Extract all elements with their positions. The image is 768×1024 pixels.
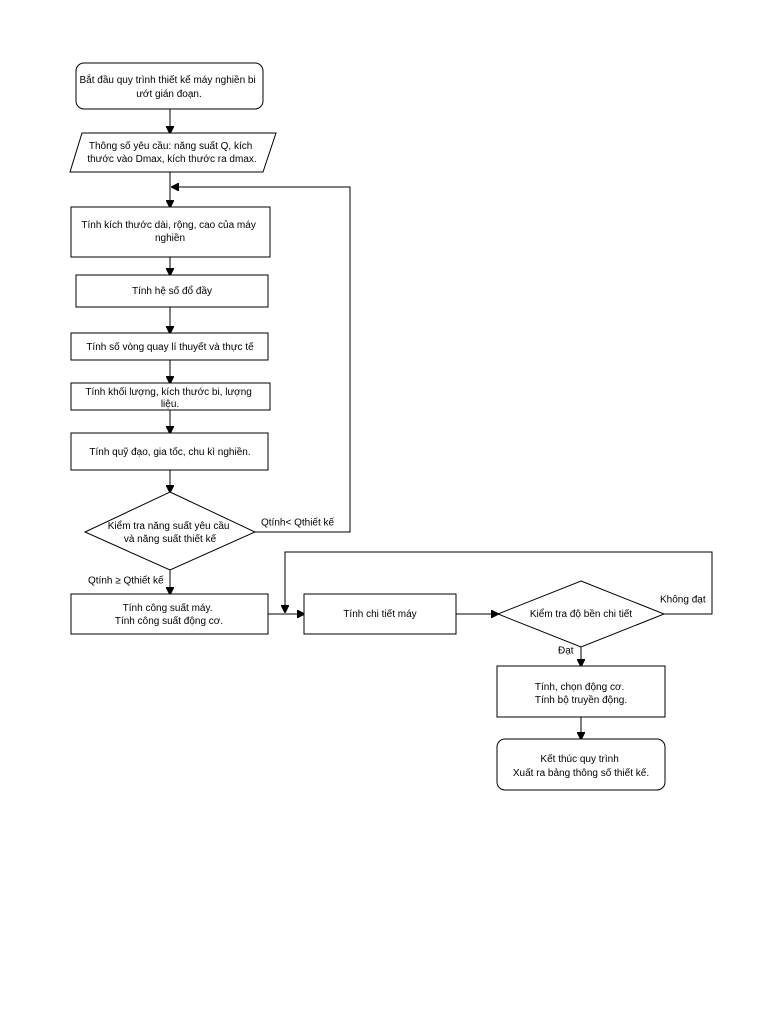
power-label: Tính công suất máy. Tính công suất động … — [115, 602, 223, 627]
start-label-line: ướt gián đoạn. — [136, 89, 202, 100]
end-node — [496, 738, 666, 791]
fill-ratio-label-line: Tính hệ số đổ đầy — [132, 285, 212, 297]
capacity-fail-label: Qtính< Qthiết kế — [261, 517, 335, 529]
end-label-line: Xuất ra bảng thông số thiết kế. — [513, 767, 649, 779]
mass-node — [70, 382, 271, 411]
dimensions-label-line: Tính kích thước dài, rộng, cao của máy — [81, 219, 255, 231]
end-label-line: Kết thúc quy trình — [540, 753, 618, 765]
input-label-line: Thông số yêu cầu: năng suất Q, kích — [89, 140, 252, 152]
check-capacity-label-line: Kiểm tra năng suất yêu cầu — [108, 520, 230, 532]
input-label: Thông số yêu cầu: năng suất Q, kích thướ… — [87, 140, 256, 165]
power-label-line: Tính công suất động cơ. — [115, 615, 223, 627]
strength-fail-label: Không đạt — [660, 595, 706, 606]
strength-pass-label: Đạt — [558, 646, 574, 657]
edge-strength-loop — [285, 551, 713, 615]
rotation-label: Tính số vòng quay lí thuyết và thực tế — [86, 341, 254, 353]
edge-labels: Qtính< Qthiết kế Qtính ≥ Qthiết kế Không… — [88, 517, 706, 657]
check-capacity-node — [83, 491, 257, 571]
capacity-pass-label: Qtính ≥ Qthiết kế — [88, 575, 164, 587]
check-strength-label-line: Kiểm tra độ bền chi tiết — [530, 608, 632, 620]
power-node — [70, 593, 269, 635]
input-node — [69, 132, 277, 173]
mass-label: Tính khối lượng, kích thước bi, lượng li… — [85, 386, 254, 410]
motor-label-line: Tính bộ truyền động. — [535, 694, 627, 706]
dimensions-label: Tính kích thước dài, rộng, cao của máy n… — [81, 219, 258, 244]
motor-label-line: Tính, chọn động cơ. — [535, 682, 624, 693]
motor-label: Tính, chọn động cơ. Tính bộ truyền động. — [535, 682, 627, 706]
check-capacity-label: Kiểm tra năng suất yêu cầu và năng suất … — [108, 520, 233, 545]
mass-label-line: Tính khối lượng, kích thước bi, lượng — [85, 386, 252, 398]
start-node — [75, 62, 264, 110]
start-label-line: Bắt đầu quy trình thiết kế máy nghiền bi — [79, 73, 255, 86]
dimensions-label-line: nghiền — [155, 232, 185, 244]
check-capacity-label-line: và năng suất thiết kế — [124, 533, 217, 545]
rotation-node — [70, 332, 269, 361]
rotation-label-line: Tính số vòng quay lí thuyết và thực tế — [86, 341, 254, 353]
trajectory-label: Tính quỹ đạo, gia tốc, chu kì nghiền. — [89, 446, 250, 458]
motor-node — [496, 665, 666, 718]
input-label-line: thước vào Dmax, kích thước ra dmax. — [87, 154, 256, 165]
edges — [170, 109, 713, 739]
details-label: Tính chi tiết máy — [343, 608, 416, 620]
node-labels: Bắt đầu quy trình thiết kế máy nghiền bi… — [79, 73, 649, 779]
power-label-line: Tính công suất máy. — [123, 602, 213, 614]
details-label-line: Tính chi tiết máy — [343, 608, 416, 620]
start-label: Bắt đầu quy trình thiết kế máy nghiền bi… — [79, 73, 258, 100]
check-strength-label: Kiểm tra độ bền chi tiết — [530, 608, 632, 620]
fill-ratio-node — [75, 274, 269, 308]
mass-label-line: liệu. — [161, 399, 179, 410]
check-strength-node — [496, 580, 666, 648]
details-node — [303, 593, 457, 635]
trajectory-node — [70, 432, 269, 471]
trajectory-label-line: Tính quỹ đạo, gia tốc, chu kì nghiền. — [89, 446, 250, 458]
fill-ratio-label: Tính hệ số đổ đầy — [132, 285, 212, 297]
edge-capacity-loop — [172, 187, 351, 533]
nodes — [69, 62, 666, 791]
dimensions-node — [70, 206, 271, 258]
end-label: Kết thúc quy trình Xuất ra bảng thông số… — [513, 753, 649, 779]
